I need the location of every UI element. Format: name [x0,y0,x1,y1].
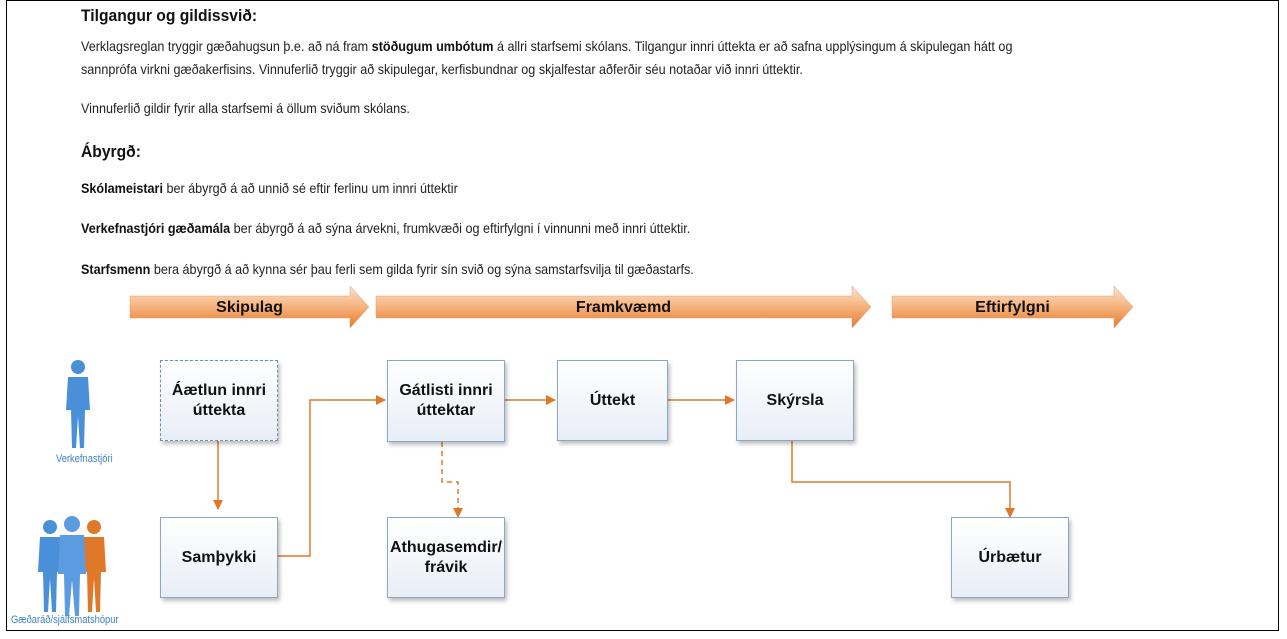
box-improvements: Úrbætur [951,517,1069,598]
responsibility-quality-manager: Verkefnastjóri gæðamála ber ábyrgð á að … [81,220,691,236]
phase-followup-label: Eftirfylgni [975,299,1050,316]
scope-line: Vinnuferlið gildir fyrir alla starfsemi … [81,100,410,116]
box-audit: Úttekt [557,360,668,441]
actor-project-manager-label: Verkefnastjóri [56,453,113,465]
responsibility-heading: Ábyrgð: [81,142,141,161]
phase-planning-label: Skipulag [216,299,283,316]
connector-checklist-to-remarks [441,442,463,518]
purpose-heading: Tilgangur og gildissvið: [81,6,258,25]
purpose-line-1: Verklagsreglan tryggir gæðahugsun þ.e. a… [81,38,1013,54]
connector-approval-to-checklist [278,395,386,557]
phase-execution-label: Framkvæmd [575,299,672,316]
box-checklist: Gátlisti innri úttektar [387,360,505,442]
box-approval: Samþykki [160,517,278,598]
phase-planning: Skipulag [130,296,369,320]
phase-arrow-planning [129,285,370,329]
responsibility-principal: Skólameistari ber ábyrgð á að unnið sé e… [81,180,458,196]
emphasis-text: stöðugum umbótum [371,38,494,54]
phase-execution: Framkvæmd [376,296,871,320]
phase-arrow-followup [891,285,1134,329]
phase-followup: Eftirfylgni [892,296,1133,320]
group-icon [38,516,106,616]
connector-report-to-improvements [791,441,1015,518]
responsibility-staff: Starfsmenn bera ábyrgð á að kynna sér þa… [81,261,694,277]
actor-quality-council-label: Gæðaráð/sjálfsmatshópur [11,614,119,626]
box-audit-plan: Áætlun innri úttekta [160,360,278,441]
person-icon [66,360,90,448]
box-report: Skýrsla [736,360,854,441]
box-remarks: Athugasemdir/ frávik [387,517,505,598]
page-frame [6,0,1279,631]
purpose-line-2: sannprófa virkni gæðakerfisins. Vinnufer… [81,61,803,77]
phase-arrow-execution [375,285,872,329]
